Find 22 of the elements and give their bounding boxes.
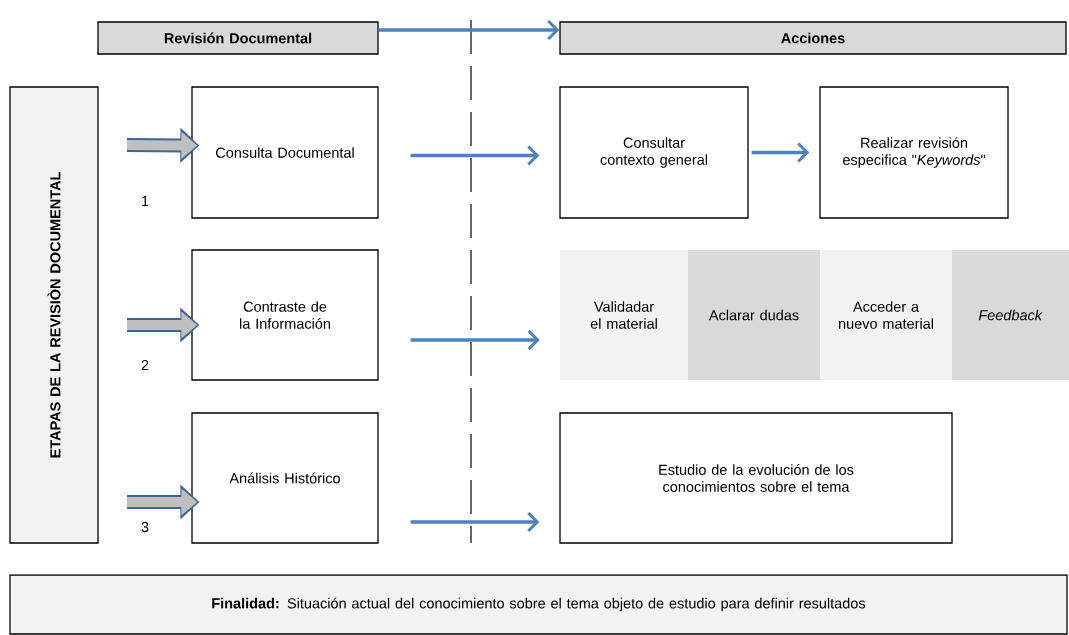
arrow (410, 145, 540, 166)
action-cell: Aclarar dudas (688, 250, 820, 380)
process-box: Consultar contexto general (559, 86, 749, 219)
action-cell: Feedback (952, 250, 1069, 380)
arrow (410, 329, 540, 351)
process-box: Estudio de la evolución de los conocimientos sobre el tema (559, 412, 953, 544)
header-box: Acciones (559, 21, 1067, 55)
action-cell: Validadar el material (560, 250, 688, 380)
action-cell: Acceder a nuevo material (820, 250, 952, 380)
process-box: Análisis Histórico (191, 412, 379, 544)
arrow (410, 511, 540, 533)
step-number: 3 (141, 521, 149, 533)
header-box: Revisión Documental (97, 21, 379, 55)
process-box: Contraste de la Información (191, 249, 379, 381)
stage-band: ETAPAS DE LA REVISIÒN DOCUMENTAL (9, 86, 99, 544)
arrow (378, 19, 560, 41)
process-box: Realizar revisión especifica "Keywords" (819, 86, 1009, 219)
step-number: 1 (142, 196, 149, 206)
purpose-box: Finalidad: Situación actual del conocimiento sobre el tema objeto de estudio para definir resultados (9, 574, 1068, 635)
step-number: 2 (141, 359, 149, 371)
arrow (751, 142, 810, 163)
process-box: Consulta Documental (191, 86, 379, 219)
